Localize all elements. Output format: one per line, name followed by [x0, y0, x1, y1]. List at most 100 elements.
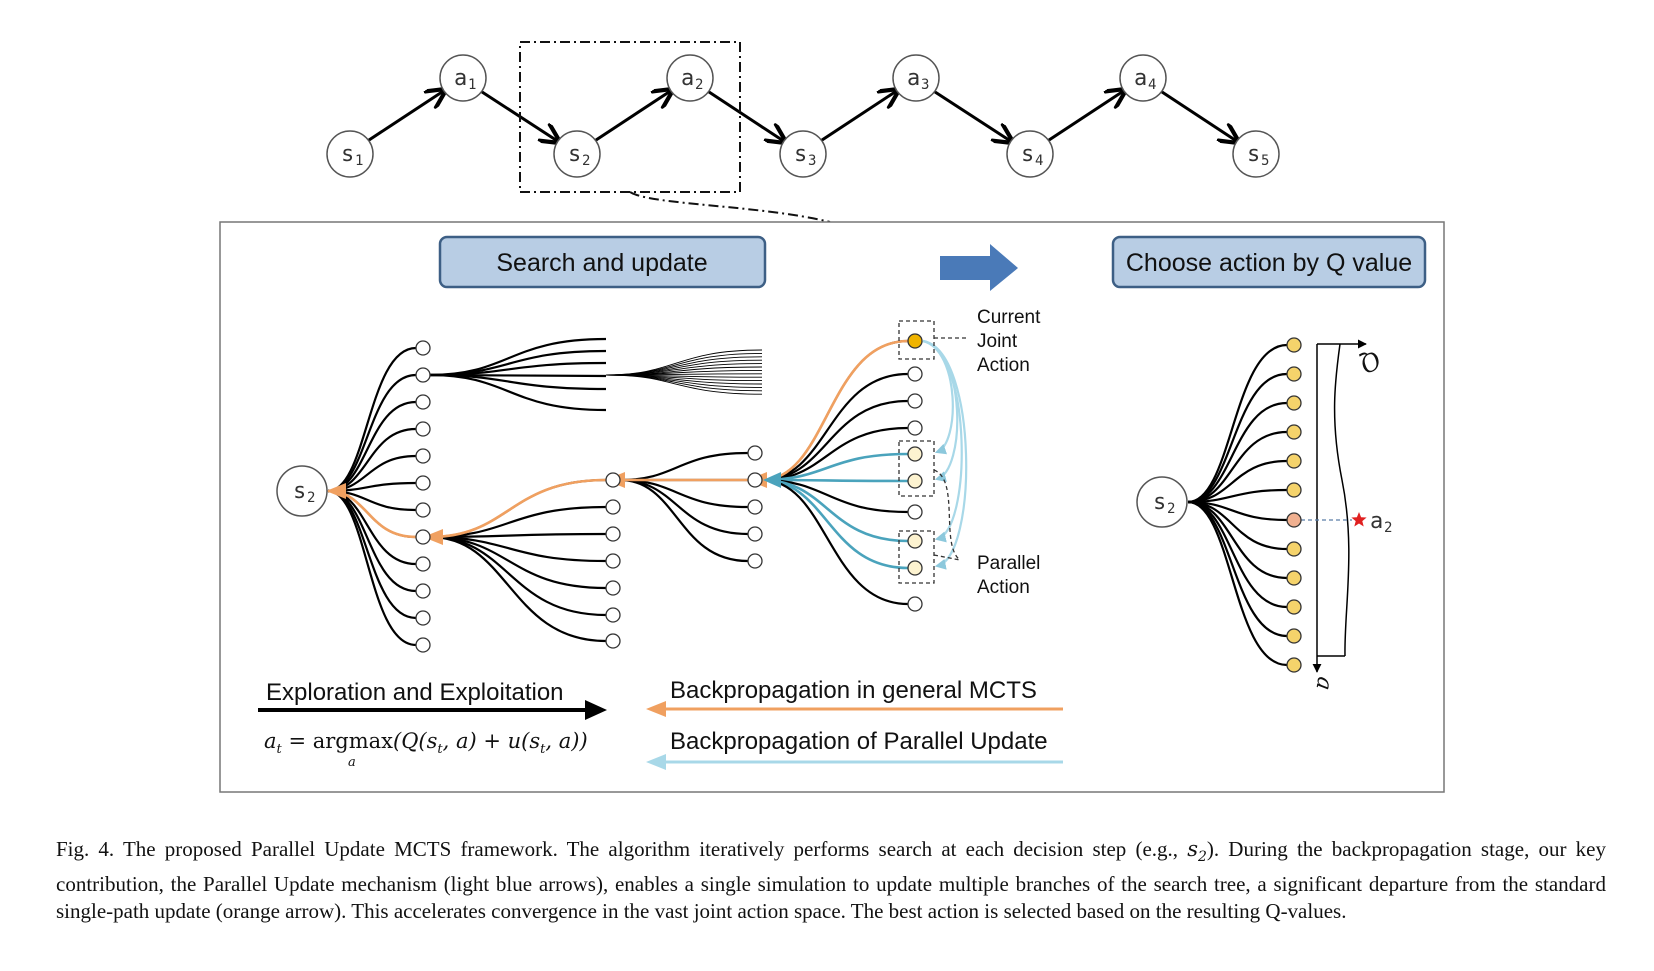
q-node-3	[1286, 424, 1302, 440]
selected-action-sub: 2	[1384, 520, 1392, 536]
current-joint-label-3: Action	[977, 355, 1030, 376]
chain-edge-s4	[1045, 90, 1125, 144]
tree-node-l2-0	[605, 472, 621, 488]
state-node-3-circle	[779, 130, 827, 178]
chain-edge-s3	[818, 90, 898, 144]
action-node-1-label: a	[454, 66, 467, 91]
tree-node-l3-0	[747, 445, 763, 461]
chain-edge-a2	[705, 88, 785, 142]
tree-edge-orange-l4	[761, 339, 909, 482]
selected-star-icon	[1351, 512, 1367, 527]
state-node-2-sub: 2	[582, 153, 590, 169]
state-node-4-sub: 4	[1035, 153, 1043, 169]
action-node-3-sub: 3	[921, 77, 929, 93]
action-node-4-sub: 4	[1148, 77, 1156, 93]
tree-root-node-label: s	[293, 479, 306, 504]
tree-node-l4-5	[907, 473, 923, 489]
search-header-box	[438, 235, 767, 289]
action-node-1-sub: 1	[468, 77, 476, 93]
tree-edge-orange-l2	[429, 478, 607, 539]
state-node-5-circle	[1232, 130, 1280, 178]
legend-blue-arrowhead	[646, 754, 666, 770]
q-node-9	[1286, 599, 1302, 615]
teal-arrowhead	[763, 472, 781, 488]
legend-backprop-general: Backpropagation in general MCTS	[670, 677, 1037, 704]
tree-fan1-5	[429, 373, 607, 412]
tree-node-l4-2	[907, 393, 923, 409]
current-joint-label-2: Joint	[977, 331, 1018, 352]
tree-edge-l1-11	[327, 489, 417, 647]
state-node-1-circle	[326, 130, 374, 178]
tree-node-l4-6	[907, 504, 923, 520]
action-node-1-circle	[439, 54, 487, 102]
caption-part1: Fig. 4. The proposed Parallel Update MCT…	[56, 837, 1188, 861]
chain-edge-s1	[365, 90, 445, 144]
parallel-leader	[933, 469, 961, 561]
choose-header-box	[1111, 235, 1427, 289]
q-node-6	[1286, 512, 1302, 528]
tree-node-l2-4	[605, 580, 621, 596]
a-axis-label: a	[1310, 675, 1337, 692]
q-node-7	[1286, 541, 1302, 557]
state-node-4-label: s	[1021, 142, 1034, 167]
tree-node-l4-1	[907, 366, 923, 382]
tree-node-l4-4	[907, 446, 923, 462]
q-value-curve	[1333, 343, 1350, 657]
svg-text:a: a	[348, 755, 356, 770]
chain-edge-s2	[592, 90, 672, 144]
action-node-2-sub: 2	[695, 77, 703, 93]
q-node-4	[1286, 453, 1302, 469]
tree-root-node-sub: 2	[307, 490, 315, 506]
tree-node-l2-1	[605, 499, 621, 515]
tree-node-l3-3	[747, 526, 763, 542]
caption-part2: ). During the backpropagation stage, our…	[56, 837, 1606, 924]
tree-node-l4-0	[907, 333, 923, 349]
tree-node-l1-6	[415, 502, 431, 518]
tree-node-l1-0	[415, 340, 431, 356]
tree-node-l1-7	[415, 529, 431, 545]
transition-arrow	[940, 244, 1018, 291]
q-edge-2	[1187, 401, 1288, 504]
tree-node-l4-9	[907, 596, 923, 612]
parallel-arrow-3	[922, 339, 968, 570]
tree-root-node-circle	[276, 465, 328, 517]
state-node-5-label: s	[1247, 142, 1260, 167]
legend-explore-arrowhead	[585, 700, 607, 720]
state-node-2-label: s	[568, 142, 581, 167]
state-node-4-circle	[1006, 130, 1054, 178]
tree-node-l2-3	[605, 553, 621, 569]
legend-orange-arrowhead	[646, 701, 666, 717]
tree-node-l2-2	[605, 526, 621, 542]
zoom-leader	[629, 191, 831, 223]
q-edge-3	[1187, 430, 1288, 504]
state-node-1-sub: 1	[355, 153, 363, 169]
action-node-3-circle	[892, 54, 940, 102]
figure-caption: Fig. 4. The proposed Parallel Update MCT…	[56, 836, 1606, 925]
tree-edge-l2-5	[429, 535, 607, 617]
parallel-label-2: Action	[977, 577, 1030, 598]
current-joint-box	[898, 320, 935, 360]
tree-node-l3-1	[747, 472, 763, 488]
orange-arrowhead-3	[326, 483, 346, 499]
choose-header: Choose action by Q value	[1126, 249, 1412, 277]
q-root-node-sub: 2	[1167, 501, 1175, 517]
chain-edge-a3	[931, 88, 1012, 142]
q-root-node-circle	[1136, 476, 1188, 528]
orange-arrowhead-2	[423, 529, 443, 545]
action-node-4-label: a	[1134, 66, 1147, 91]
state-node-5-sub: 5	[1261, 153, 1269, 169]
action-node-2-circle	[666, 54, 714, 102]
tree-node-l4-7	[907, 533, 923, 549]
tree-edge-l2-4	[429, 535, 607, 590]
state-node-1-label: s	[341, 142, 354, 167]
tree-node-l4-8	[907, 560, 923, 576]
search-header: Search and update	[496, 249, 707, 277]
tree-node-l1-9	[415, 583, 431, 599]
tree-node-l1-10	[415, 610, 431, 626]
tree-edge-l3-4	[619, 478, 749, 563]
